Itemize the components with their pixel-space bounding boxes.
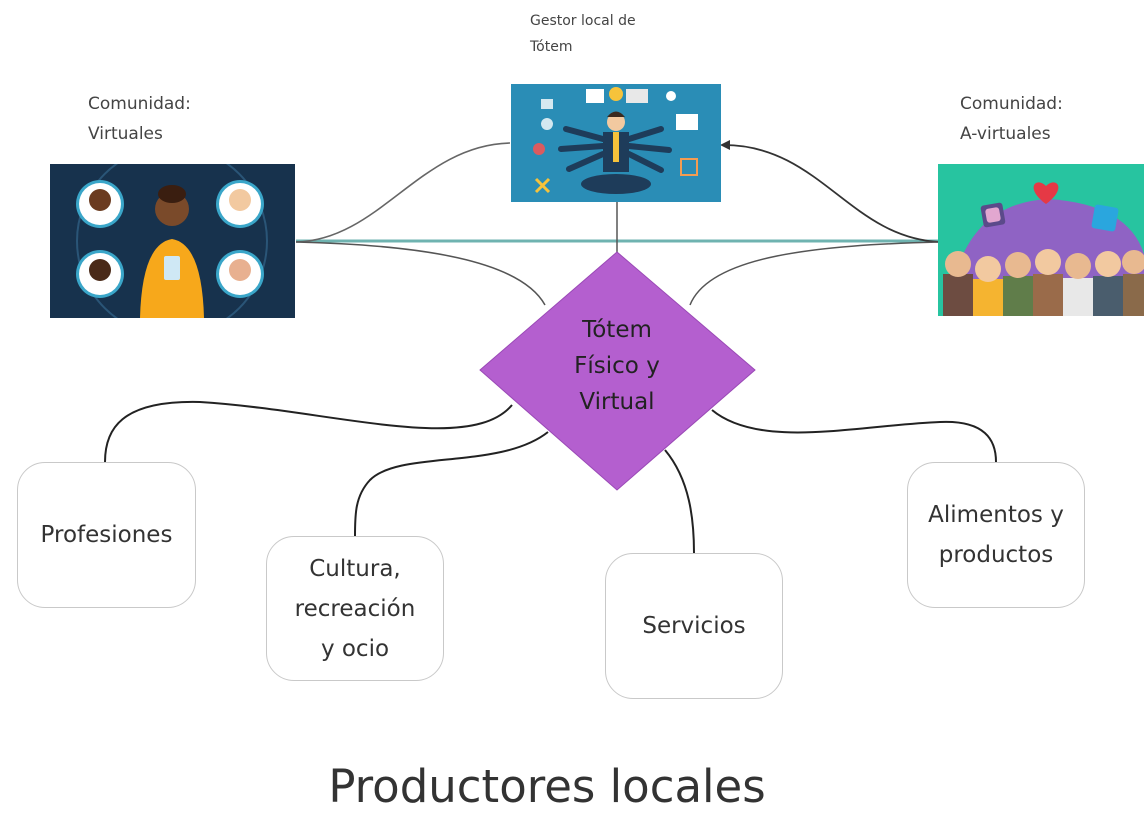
totem-diamond: [479, 251, 756, 491]
box-cultura: Cultura, recreación y ocio: [266, 536, 444, 681]
totem-label: Tótem Físico y Virtual: [574, 317, 660, 415]
connector-virtuales-totem: [295, 241, 546, 306]
virtual-community-illustration: [50, 164, 295, 318]
arrowhead: [720, 140, 730, 150]
virtuales-label: Comunidad: Virtuales: [88, 94, 191, 144]
box-alimentos: Alimentos y productos: [907, 462, 1085, 608]
connector-avirtuales-totem: [689, 241, 941, 306]
productores-locales-title: Productores locales: [328, 760, 766, 813]
box-profesiones: Profesiones: [17, 462, 196, 608]
avirtuales-label: Comunidad: A-virtuales: [960, 94, 1063, 144]
connector-totem-cultura: [354, 431, 549, 537]
gestor-label: Gestor local de Tótem: [530, 13, 636, 55]
connector-totem-alimentos: [711, 409, 997, 463]
connector-virtuales-gestor: [295, 142, 511, 243]
connector-avirtuales-gestor: [723, 144, 941, 243]
physical-community-illustration: [938, 164, 1144, 316]
box-servicios: Servicios: [605, 553, 783, 699]
connector-totem-profesiones: [104, 400, 513, 463]
manager-illustration: [511, 84, 721, 202]
connector-totem-servicios: [664, 449, 695, 554]
